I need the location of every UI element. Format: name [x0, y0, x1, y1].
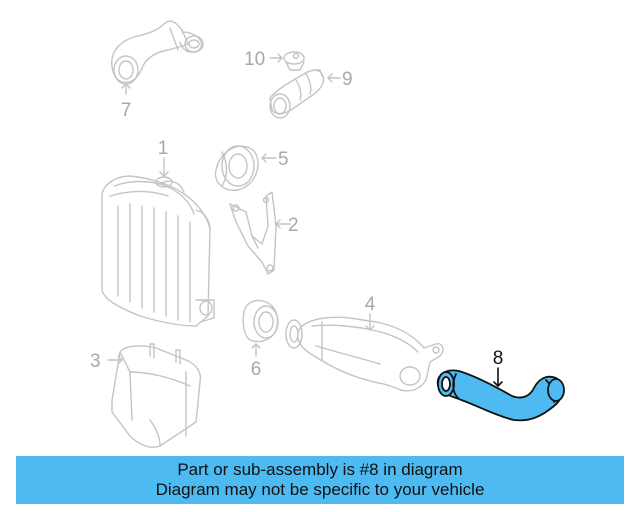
part-caption-banner: Part or sub-assembly is #8 in diagram Di…: [16, 456, 624, 504]
part-6-coupler: [242, 299, 279, 343]
callout-7: 7: [121, 100, 132, 121]
arrow-2: [275, 219, 281, 229]
callout-3: 3: [90, 351, 101, 372]
callout-9: 9: [342, 69, 353, 90]
part-7-elbow-hose: [111, 20, 204, 85]
part-8-highlighted-hose[interactable]: [436, 369, 565, 422]
part-4-intake-pipe: [285, 316, 444, 392]
caption-line-part-number: Part or sub-assembly is #8 in diagram: [177, 460, 463, 479]
arrow-1: [159, 171, 169, 177]
part-2-bracket: [229, 191, 277, 275]
caption-line-disclaimer: Diagram may not be specific to your vehi…: [155, 480, 485, 499]
arrow-7: [121, 83, 131, 89]
callout-4: 4: [365, 294, 376, 315]
arrow-4: [365, 325, 375, 331]
callout-6: 6: [251, 359, 262, 380]
arrow-6: [251, 343, 261, 349]
arrow-5: [261, 153, 267, 163]
part-3-shroud: [111, 343, 202, 448]
callout-10: 10: [244, 49, 265, 70]
callout-2: 2: [288, 215, 299, 236]
arrow-9: [327, 73, 333, 83]
part-9-air-pipe: [269, 69, 325, 119]
arrow-10: [277, 53, 283, 63]
callout-8: 8: [493, 348, 504, 369]
arrow-3: [117, 355, 123, 365]
exploded-parts-diagram: 1 2 3 4 5 6 7 8 9 10: [90, 20, 565, 448]
arrow-8: [493, 381, 503, 387]
callout-1: 1: [158, 138, 169, 159]
callout-5: 5: [278, 149, 289, 170]
part-5-coupler: [214, 145, 259, 192]
part-10-clamp: [283, 51, 305, 71]
part-1-intercooler: [101, 175, 215, 327]
